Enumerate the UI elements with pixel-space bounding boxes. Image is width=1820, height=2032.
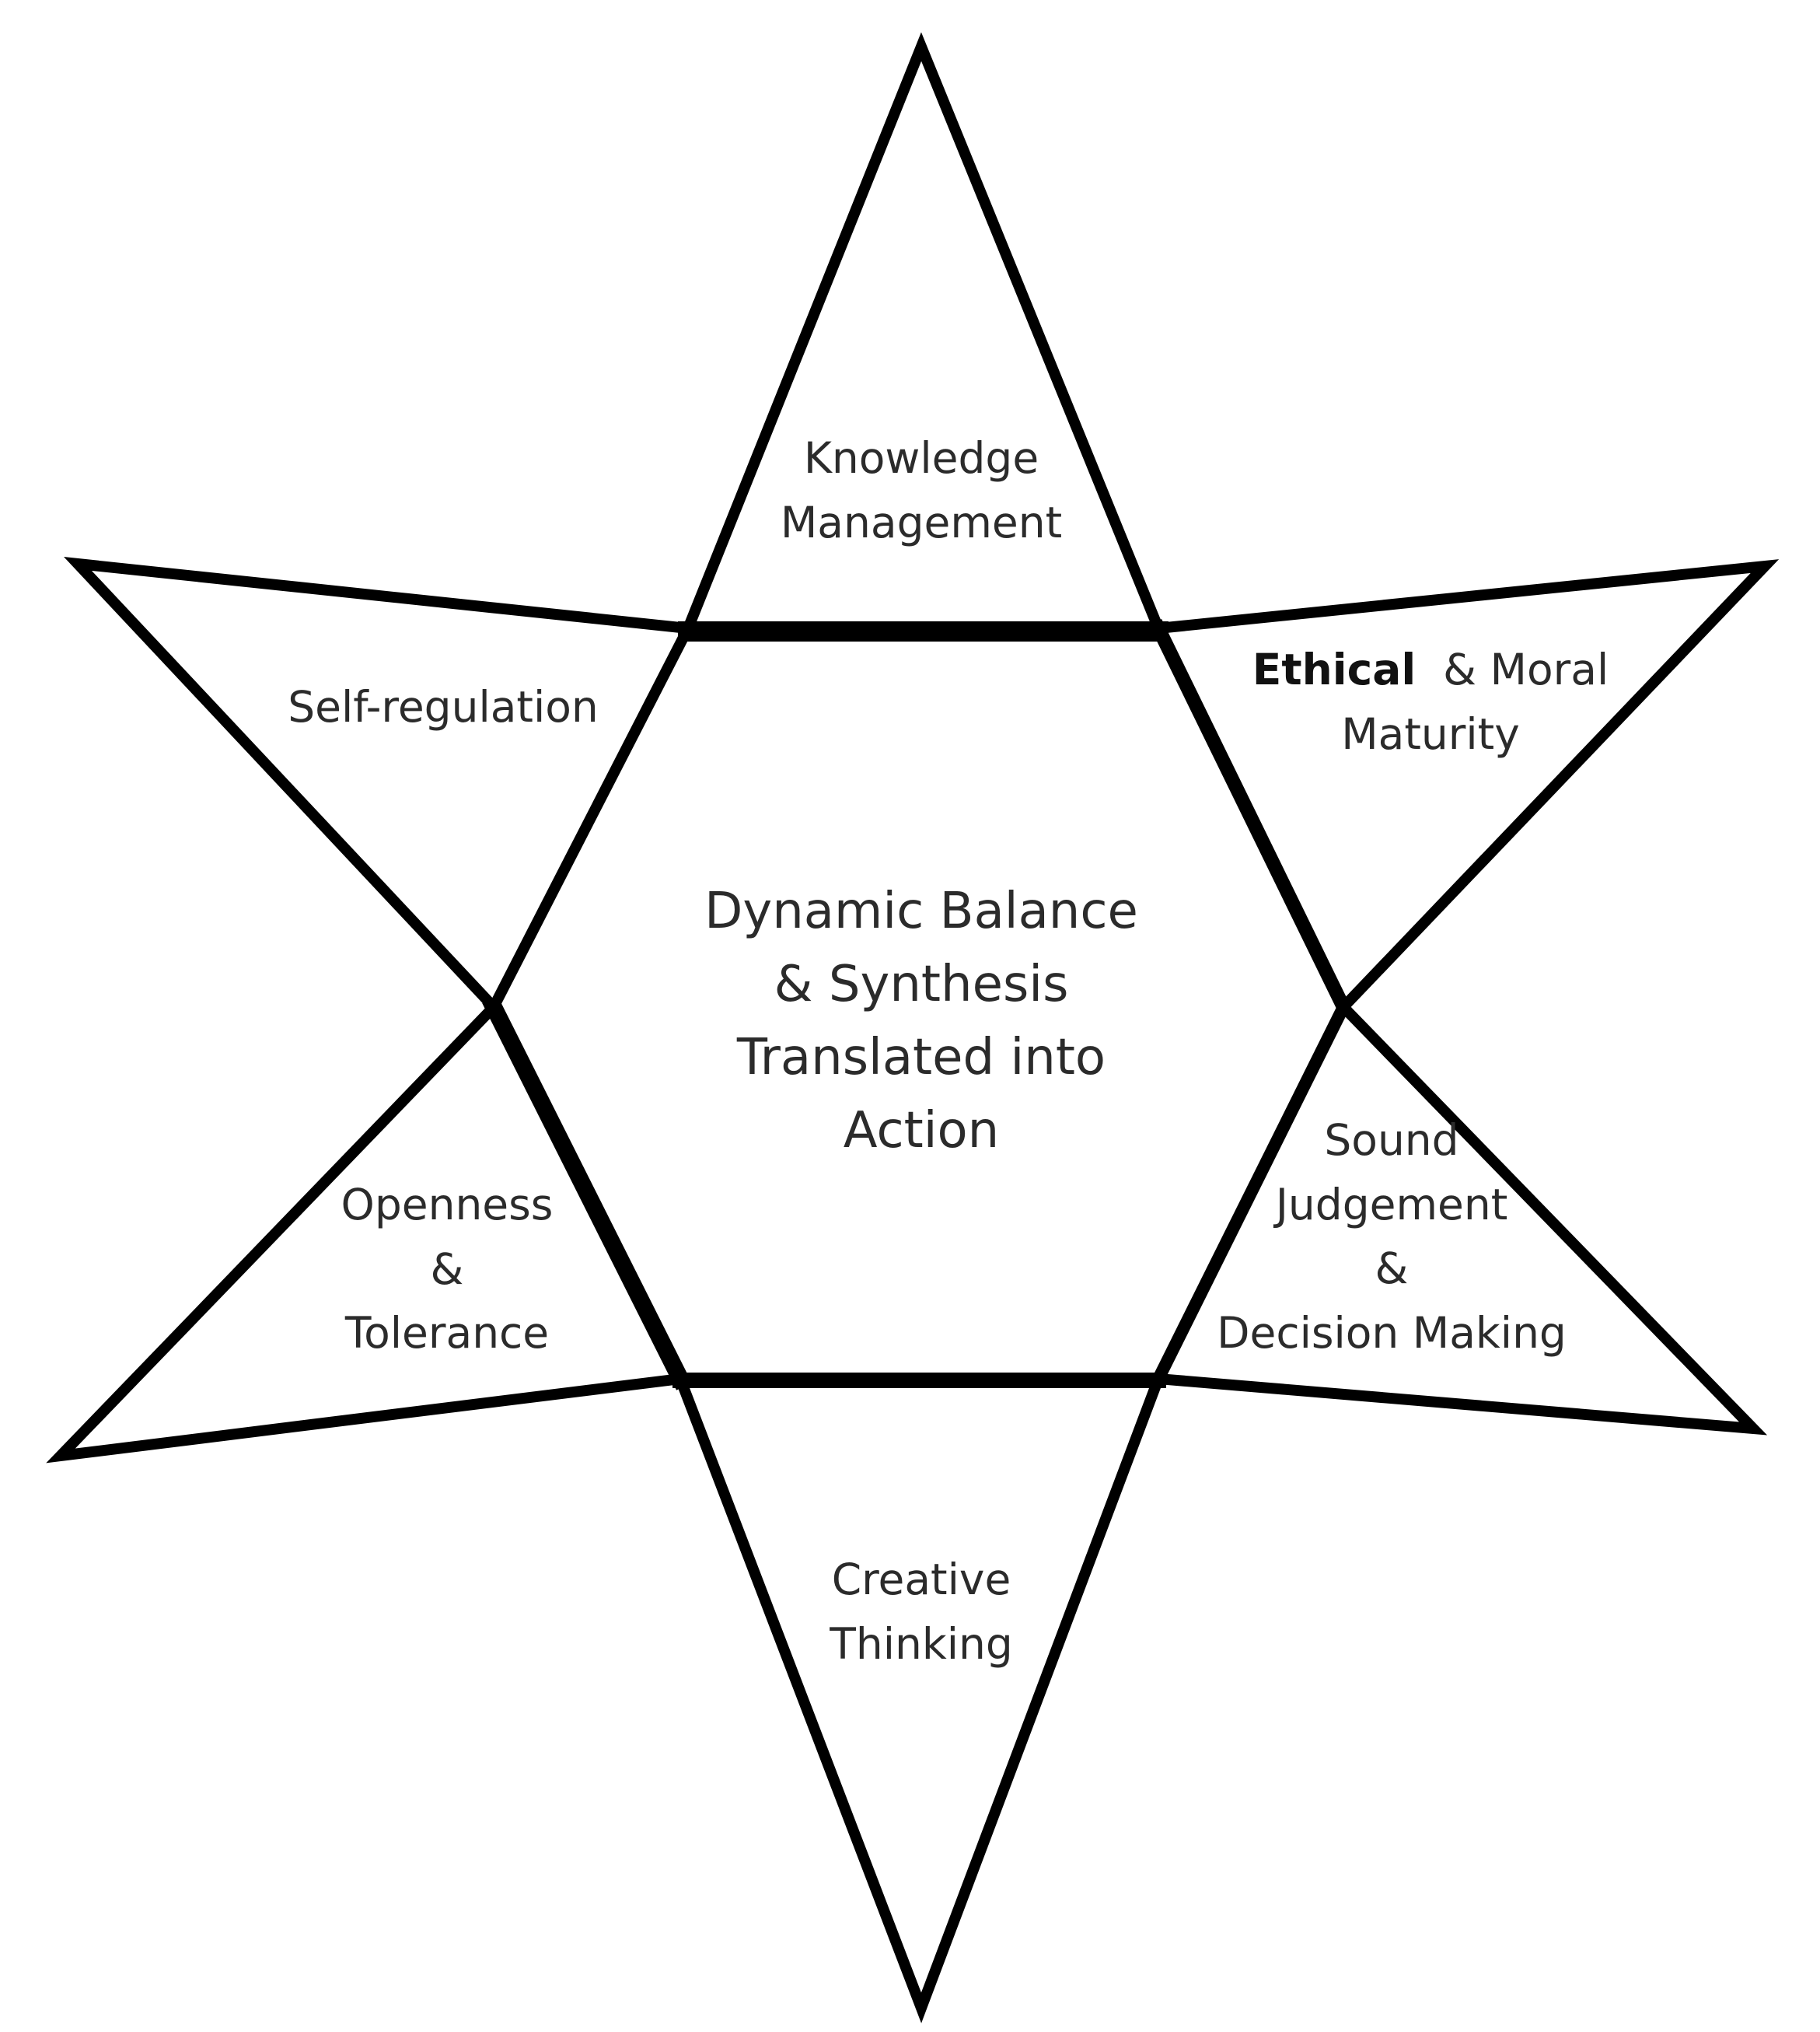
center-label-line-3: Translated into: [736, 1029, 1106, 1087]
lower-right-label-line-2: Judgement: [1275, 1179, 1508, 1229]
lower-right-label-line-1: Sound: [1324, 1115, 1459, 1165]
creative-thinking-label: Creative Thinking: [781, 1548, 1061, 1676]
upper-left-point-outline: [64, 557, 694, 1015]
ethical-word: Ethical: [1252, 645, 1417, 694]
lower-right-point-outline: [1152, 999, 1768, 1436]
upper-right-label-line-2: Maturity: [1341, 708, 1520, 759]
lower-right-label-line-3: &: [1375, 1243, 1409, 1293]
bottom-label-line-2: Thinking: [830, 1618, 1013, 1669]
center-label-line-2: & Synthesis: [774, 956, 1069, 1014]
lower-left-label-line-1: Openness: [341, 1180, 554, 1229]
center-label: Dynamic Balance & Synthesis Translated i…: [649, 875, 1193, 1167]
moral-word: & Moral: [1443, 645, 1609, 694]
openness-tolerance-label: Openness & Tolerance: [292, 1173, 603, 1366]
self-regulation-label: Self-regulation: [268, 675, 618, 740]
upper-right-label-line-1: Ethical & Moral: [1236, 638, 1625, 702]
hex-edge-upper-right: [1148, 618, 1354, 1017]
top-label-line-1: Knowledge: [803, 433, 1039, 483]
top-label-line-2: Management: [780, 497, 1063, 547]
center-label-line-4: Action: [843, 1102, 1000, 1160]
lower-right-label-line-4: Decision Making: [1217, 1307, 1567, 1358]
bottom-label-line-1: Creative: [831, 1555, 1011, 1604]
upper-right-point-outline: [1152, 559, 1780, 1015]
top-point-outline: [680, 32, 1166, 636]
center-label-line-1: Dynamic Balance: [704, 883, 1138, 940]
knowledge-management-label: Knowledge Management: [766, 426, 1077, 554]
lower-left-point-outline: [46, 999, 686, 1464]
sound-judgement-decision-making-label: Sound Judgement & Decision Making: [1182, 1108, 1602, 1365]
lower-left-label-line-2: &: [430, 1243, 464, 1294]
bottom-point-outline: [672, 1371, 1166, 2023]
ethical-moral-maturity-label: Ethical & Moral Maturity: [1236, 638, 1625, 766]
hex-edge-upper-left: [486, 621, 696, 1015]
hex-edge-lower-right: [1150, 999, 1352, 1387]
upper-left-label-line-1: Self-regulation: [288, 682, 599, 732]
lower-left-label-line-3: Tolerance: [344, 1308, 550, 1358]
hex-edge-lower-left: [482, 995, 692, 1390]
